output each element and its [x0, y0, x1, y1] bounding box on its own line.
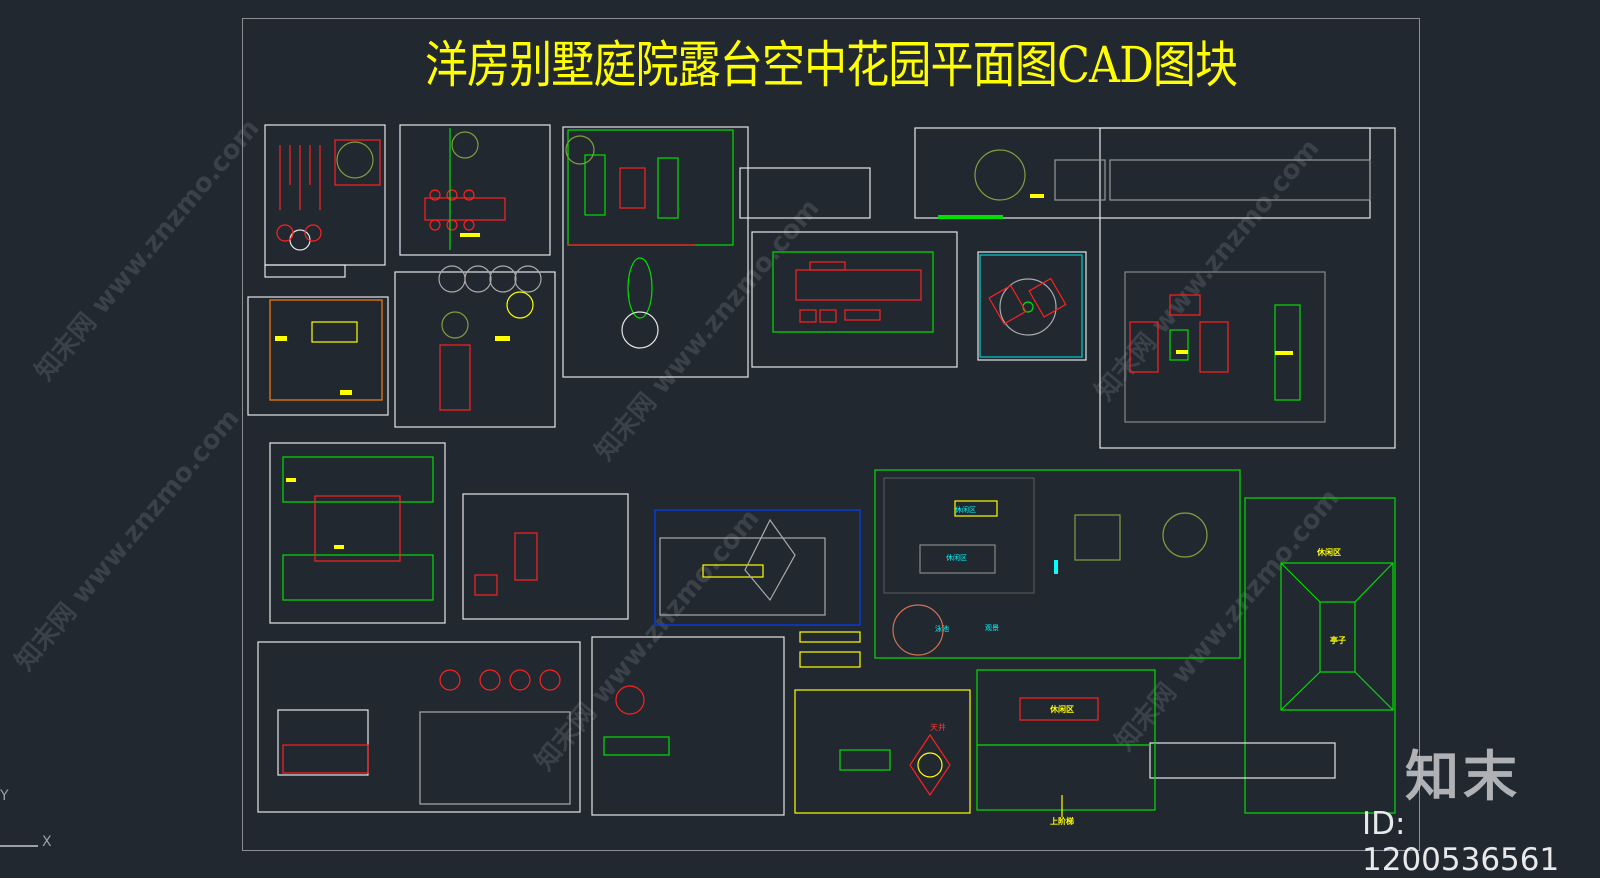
plan-kitchen-room[interactable]	[247, 296, 389, 416]
watermark-id: ID: 1200536561	[1362, 806, 1560, 878]
label-lounge-area: 休闲区	[946, 553, 967, 562]
drawing-frame	[242, 18, 1420, 851]
plan-pavilion[interactable]	[1149, 497, 1396, 814]
plan-inner-courtyard[interactable]	[269, 442, 446, 624]
plan-villa-terrace[interactable]	[914, 127, 1396, 449]
label-courtyard: 天井	[930, 722, 946, 732]
plan-bar-kitchen[interactable]	[751, 231, 958, 368]
label-view: 观景	[985, 624, 999, 632]
ucs-x-axis-label: X	[42, 834, 52, 850]
plan-pool-terrace[interactable]	[874, 469, 1241, 659]
label-pavilion: 亭子	[1330, 635, 1346, 645]
plan-dining-patio-2[interactable]	[257, 641, 581, 813]
watermark-logo: 知末	[1405, 745, 1521, 808]
ucs-x-axis-line	[0, 845, 38, 847]
label-go-upstairs: 上阶梯	[1050, 816, 1074, 826]
label-tea-area: 休闲区	[955, 505, 976, 514]
plan-courtyard-1[interactable]	[264, 124, 386, 278]
label-dining-area: 休闲区	[1049, 704, 1074, 714]
plan-living-room[interactable]	[462, 493, 629, 620]
plan-tree-courtyard[interactable]	[977, 251, 1087, 361]
plan-tea-garden[interactable]	[591, 636, 785, 816]
label-leisure-area: 休闲区	[1316, 547, 1341, 557]
ucs-y-axis-label: Y	[0, 788, 9, 804]
label-pool: 泳池	[935, 624, 949, 633]
plan-deck-umbrella[interactable]	[654, 509, 861, 626]
plan-garden-lounge[interactable]	[562, 126, 871, 378]
plan-lounge-area[interactable]	[976, 669, 1156, 817]
plan-courtyard-2[interactable]	[794, 631, 971, 814]
drawing-title: 洋房别墅庭院露台空中花园平面图CAD图块	[424, 36, 1238, 94]
plan-dining-patio[interactable]	[399, 124, 551, 256]
plan-dining-garden[interactable]	[394, 265, 556, 428]
